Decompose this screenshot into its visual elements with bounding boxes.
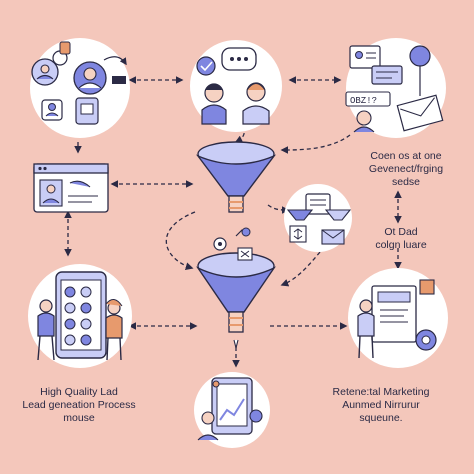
caption-line: squeune. bbox=[359, 412, 403, 424]
right-mid-caption: Ot Dad colgn luare bbox=[356, 226, 446, 252]
funnel-sorting-icon bbox=[284, 184, 352, 252]
funnel-icon bbox=[195, 141, 277, 213]
arrow-right-to-funnel bbox=[280, 134, 351, 154]
right-upper-caption: Coen os at one Gevenect/frging sedse bbox=[344, 150, 468, 189]
email-badge-text: OBZ!? bbox=[350, 96, 377, 106]
people-conversation-icon bbox=[190, 40, 282, 132]
caption-line: Aunmed Nirrurur bbox=[342, 399, 420, 411]
arrow-curve-left bbox=[165, 211, 196, 270]
caption-line: Gevenect/frging bbox=[368, 163, 444, 175]
email-campaign-icon: OBZ!? bbox=[345, 38, 446, 138]
caption-line: sedse bbox=[391, 176, 421, 188]
caption-line: High Quality Lad bbox=[40, 386, 118, 398]
caption-line: Lead geneation Process bbox=[22, 399, 136, 411]
analytics-worker-icon bbox=[348, 268, 448, 368]
caption-line: Ot Dad bbox=[384, 226, 418, 238]
web-profile-window-icon bbox=[33, 163, 109, 213]
arrow-curve-from-sorter bbox=[280, 251, 321, 287]
caption-line: mouse bbox=[63, 412, 95, 424]
caption-line: Coen os at one bbox=[370, 150, 442, 162]
mobile-app-users-icon bbox=[28, 264, 132, 368]
tablet-growth-icon bbox=[194, 372, 270, 448]
social-network-cluster-icon bbox=[30, 38, 130, 138]
bottom-right-caption: Retene:tal Marketing Aunmed Nirrurur squ… bbox=[306, 386, 456, 425]
caption-line: colgn luare bbox=[375, 239, 427, 251]
bottom-left-caption: High Quality Lad Lead geneation Process … bbox=[4, 386, 154, 425]
funnel-icon bbox=[195, 227, 277, 349]
arrow-funnel-right bbox=[267, 204, 290, 214]
caption-line: Retene:tal Marketing bbox=[332, 386, 430, 398]
